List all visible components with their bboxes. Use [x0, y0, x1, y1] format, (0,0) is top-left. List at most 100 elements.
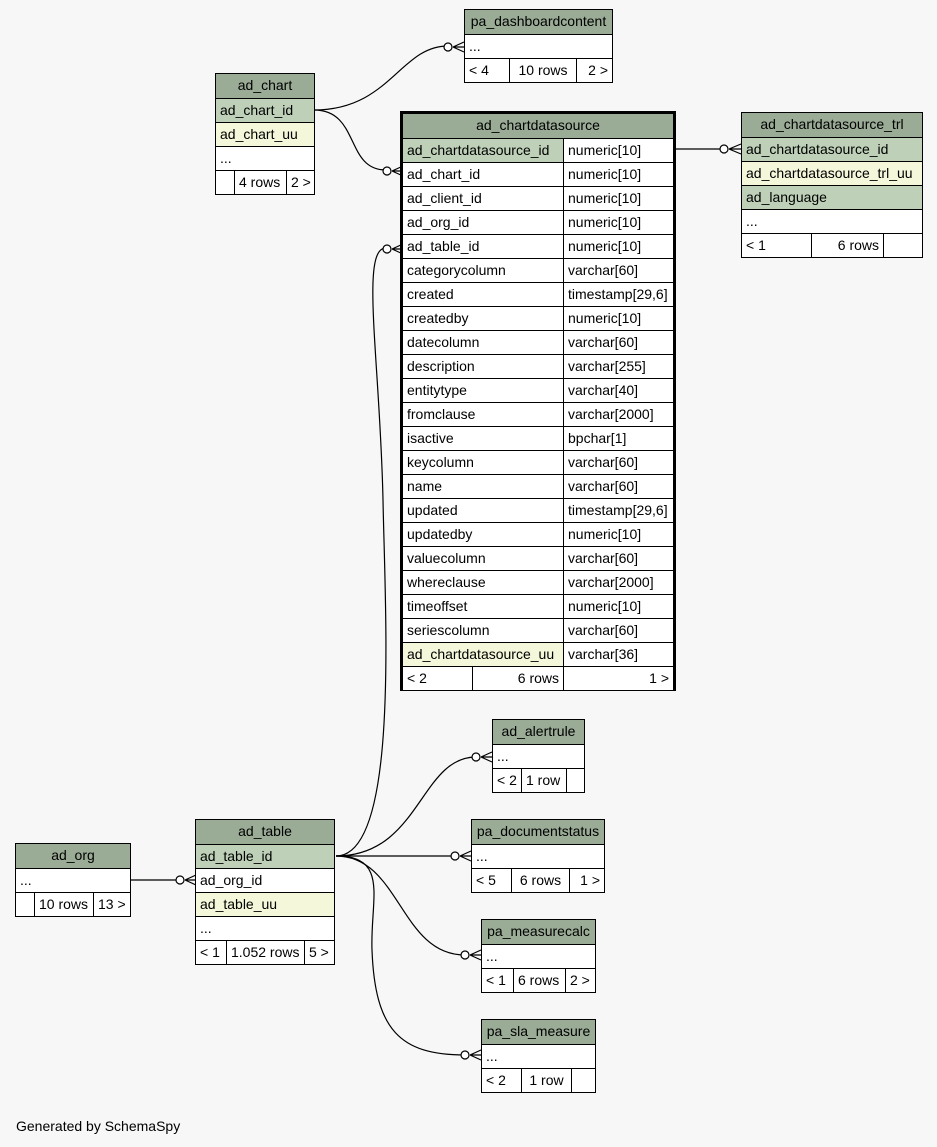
crow-foot — [469, 949, 482, 961]
table-next-link[interactable]: 1 > — [569, 868, 604, 892]
table-pa-sla-measure[interactable]: pa_sla_measure ... < 2 1 row — [481, 1019, 596, 1093]
column-type: numeric[10] — [563, 234, 673, 258]
column-type: numeric[10] — [563, 594, 673, 618]
edge-end-circle — [471, 752, 481, 762]
table-title[interactable]: ad_alertrule — [493, 720, 584, 744]
column-name: ad_org_id — [403, 210, 563, 234]
table-ellipsis: ... — [493, 744, 584, 768]
table-ad-chartdatasource[interactable]: ad_chartdatasource ad_chartdatasource_id… — [400, 111, 676, 691]
edge-ad-table-to-ad-chartdatasource — [335, 247, 387, 857]
table-next-link[interactable]: 13 > — [93, 892, 130, 916]
table-ad-table[interactable]: ad_table ad_table_id ad_org_id ad_table_… — [195, 819, 335, 965]
edge-end-circle — [719, 144, 729, 154]
edge-ad-chart-to-pa-dashboardcontent — [313, 45, 449, 111]
column-name: createdby — [403, 306, 563, 330]
column-type: numeric[10] — [563, 162, 673, 186]
table-row-count: 6 rows — [511, 868, 569, 892]
table-title[interactable]: ad_table — [196, 820, 334, 844]
table-ellipsis: ... — [742, 209, 922, 233]
column-ad-table-id: ad_table_id — [196, 844, 334, 868]
table-row-count: 10 rows — [509, 58, 576, 82]
table-next-link[interactable] — [571, 1068, 595, 1092]
table-next-link[interactable] — [883, 233, 922, 257]
column-name: seriescolumn — [403, 618, 563, 642]
column-type: varchar[40] — [563, 378, 673, 402]
table-title[interactable]: ad_chart — [216, 74, 314, 98]
table-title[interactable]: pa_measurecalc — [482, 920, 595, 944]
column-name: name — [403, 474, 563, 498]
column-name: categorycolumn — [403, 258, 563, 282]
column-type: varchar[60] — [563, 474, 673, 498]
column-name: ad_chartdatasource_id — [403, 138, 563, 162]
edge-ad-table-to-pa-sla-measure — [335, 855, 466, 1056]
column-ad-org-id: ad_org_id — [196, 868, 334, 892]
table-prev-link[interactable] — [216, 170, 234, 194]
table-next-link[interactable]: 2 > — [565, 968, 595, 992]
table-ad-chartdatasource-trl[interactable]: ad_chartdatasource_trl ad_chartdatasourc… — [741, 112, 923, 258]
table-ellipsis: ... — [465, 34, 612, 58]
column-name: fromclause — [403, 402, 563, 426]
table-row-count: 6 rows — [472, 666, 563, 690]
column-type: varchar[255] — [563, 354, 673, 378]
table-ellipsis: ... — [196, 916, 334, 940]
column-type: numeric[10] — [563, 186, 673, 210]
edge-end-circle — [460, 950, 470, 960]
edge-ad-chart-to-ad-chartdatasource — [313, 109, 387, 171]
column-type: numeric[10] — [563, 138, 673, 162]
table-title[interactable]: ad_chartdatasource_trl — [742, 113, 922, 137]
column-type: varchar[60] — [563, 618, 673, 642]
edge-end-circle — [443, 42, 453, 52]
table-pa-dashboardcontent[interactable]: pa_dashboardcontent ... < 4 10 rows 2 > — [464, 9, 613, 83]
table-title[interactable]: ad_chartdatasource — [403, 114, 673, 138]
table-title[interactable]: pa_sla_measure — [482, 1020, 595, 1044]
table-prev-link[interactable]: < 1 — [742, 233, 811, 257]
crow-foot — [184, 874, 197, 886]
column-name: updated — [403, 498, 563, 522]
table-prev-link[interactable]: < 5 — [472, 868, 511, 892]
table-row-count: 6 rows — [811, 233, 883, 257]
table-prev-link[interactable] — [16, 892, 34, 916]
column-type: varchar[2000] — [563, 570, 673, 594]
table-ellipsis: ... — [472, 844, 604, 868]
table-prev-link[interactable]: < 2 — [482, 1068, 521, 1092]
column-ad-language: ad_language — [742, 185, 922, 209]
table-next-link[interactable]: 1 > — [563, 666, 673, 690]
column-type: varchar[60] — [563, 546, 673, 570]
generated-by-footer: Generated by SchemaSpy — [16, 1118, 181, 1134]
table-ad-alertrule[interactable]: ad_alertrule ... < 2 1 row — [492, 719, 585, 793]
column-type: numeric[10] — [563, 522, 673, 546]
table-prev-link[interactable]: < 4 — [465, 58, 509, 82]
column-type: timestamp[29,6] — [563, 498, 673, 522]
column-name: whereclause — [403, 570, 563, 594]
table-prev-link[interactable]: < 2 — [403, 666, 472, 690]
table-row-count: 4 rows — [234, 170, 286, 194]
table-title[interactable]: ad_org — [16, 844, 130, 868]
table-title[interactable]: pa_documentstatus — [472, 820, 604, 844]
edge-end-circle — [175, 875, 185, 885]
column-type: varchar[60] — [563, 330, 673, 354]
table-pa-documentstatus[interactable]: pa_documentstatus ... < 5 6 rows 1 > — [471, 819, 605, 893]
column-name: ad_chart_id — [403, 162, 563, 186]
table-prev-link[interactable]: < 2 — [493, 768, 521, 792]
column-ad-chartdatasource-trl-uu: ad_chartdatasource_trl_uu — [742, 161, 922, 185]
table-title[interactable]: pa_dashboardcontent — [465, 10, 612, 34]
edge-ad-table-to-pa-measurecalc — [335, 855, 466, 956]
table-ad-chart[interactable]: ad_chart ad_chart_id ad_chart_uu ... 4 r… — [215, 73, 315, 195]
table-ad-org[interactable]: ad_org ... 10 rows 13 > — [15, 843, 131, 917]
column-name: ad_chartdatasource_uu — [403, 642, 563, 666]
table-pa-measurecalc[interactable]: pa_measurecalc ... < 1 6 rows 2 > — [481, 919, 596, 993]
column-type: varchar[60] — [563, 450, 673, 474]
column-name: timeoffset — [403, 594, 563, 618]
table-next-link[interactable]: 2 > — [576, 58, 612, 82]
table-prev-link[interactable]: < 1 — [196, 940, 226, 964]
table-next-link[interactable] — [566, 768, 584, 792]
table-row-count: 1.052 rows — [226, 940, 304, 964]
table-next-link[interactable]: 5 > — [304, 940, 334, 964]
column-name: updatedby — [403, 522, 563, 546]
column-name: created — [403, 282, 563, 306]
table-prev-link[interactable]: < 1 — [482, 968, 513, 992]
column-ad-table-uu: ad_table_uu — [196, 892, 334, 916]
table-next-link[interactable]: 2 > — [286, 170, 314, 194]
edge-end-circle — [450, 851, 460, 861]
